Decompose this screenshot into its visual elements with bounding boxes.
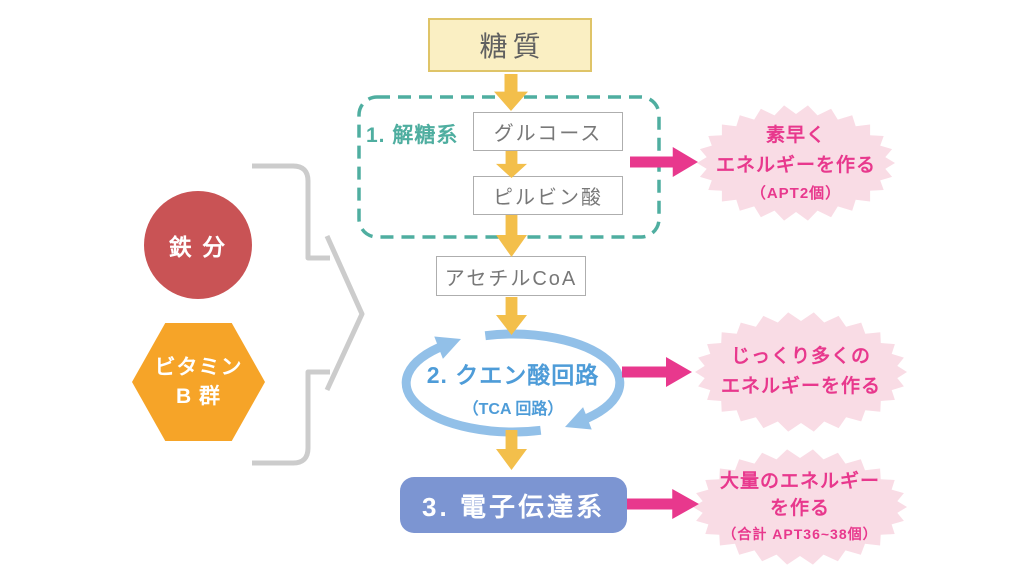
callout-line: エネルギーを作る	[715, 154, 876, 176]
right-arrow-icon	[627, 489, 699, 519]
callout-line: じっくり多くの	[730, 346, 871, 367]
callout-burst	[697, 105, 895, 221]
tca-cycle-node: 2. クエン酸回路 （TCA 回路）	[398, 356, 628, 419]
down-arrow-icon	[496, 215, 527, 257]
down-arrow-icon	[496, 430, 527, 470]
down-arrow-icon	[494, 74, 528, 111]
callout-line: 素早く	[765, 124, 826, 146]
iron-node: 鉄 分	[144, 191, 252, 299]
pyruvate-node: ピルビン酸	[473, 176, 623, 215]
callout-burst	[695, 312, 907, 432]
vitamin-b-line1: ビタミン	[154, 356, 243, 379]
callout-line: 大量のエネルギー	[719, 470, 880, 492]
callout-mass-energy: 大量のエネルギー を作る （合計 APT36~38個）	[692, 448, 908, 566]
cycle-arrows-icon	[401, 329, 625, 437]
down-arrow-icon	[496, 297, 527, 335]
right-arrow-icon	[630, 147, 698, 177]
glucose-node: グルコース	[473, 112, 623, 151]
tca-title: 2. クエン酸回路	[426, 362, 600, 388]
iron-label: 鉄 分	[168, 234, 228, 260]
electron-transport-label: 3. 電子伝達系	[422, 491, 605, 522]
sugar-label: 糖質	[479, 31, 546, 62]
glycolysis-label: 1. 解糖系	[366, 124, 459, 147]
acetyl-coa-node: アセチルCoA	[436, 256, 586, 296]
down-arrow-icon	[496, 151, 527, 178]
callout-burst	[693, 449, 907, 565]
callout-fast-energy: 素早く エネルギーを作る （APT2個）	[696, 104, 896, 222]
right-arrow-icon	[622, 357, 692, 387]
callout-slow-energy: じっくり多くの エネルギーを作る	[694, 311, 908, 433]
glucose-label: グルコース	[493, 123, 603, 145]
callout-line: を作る	[769, 497, 830, 519]
callout-line: エネルギーを作る	[720, 376, 881, 397]
acetyl-coa-label: アセチルCoA	[444, 267, 578, 290]
brace-icon	[252, 163, 365, 466]
vitamin-b-line2: B 群	[176, 385, 221, 408]
sugar-node: 糖質	[428, 18, 592, 72]
callout-note: （合計 APT36~38個）	[722, 525, 878, 542]
electron-transport-node: 3. 電子伝達系	[400, 477, 627, 533]
tca-subtitle: （TCA 回路）	[462, 401, 564, 418]
callout-note: （APT2個）	[750, 184, 842, 202]
pyruvate-label: ピルビン酸	[493, 187, 603, 209]
